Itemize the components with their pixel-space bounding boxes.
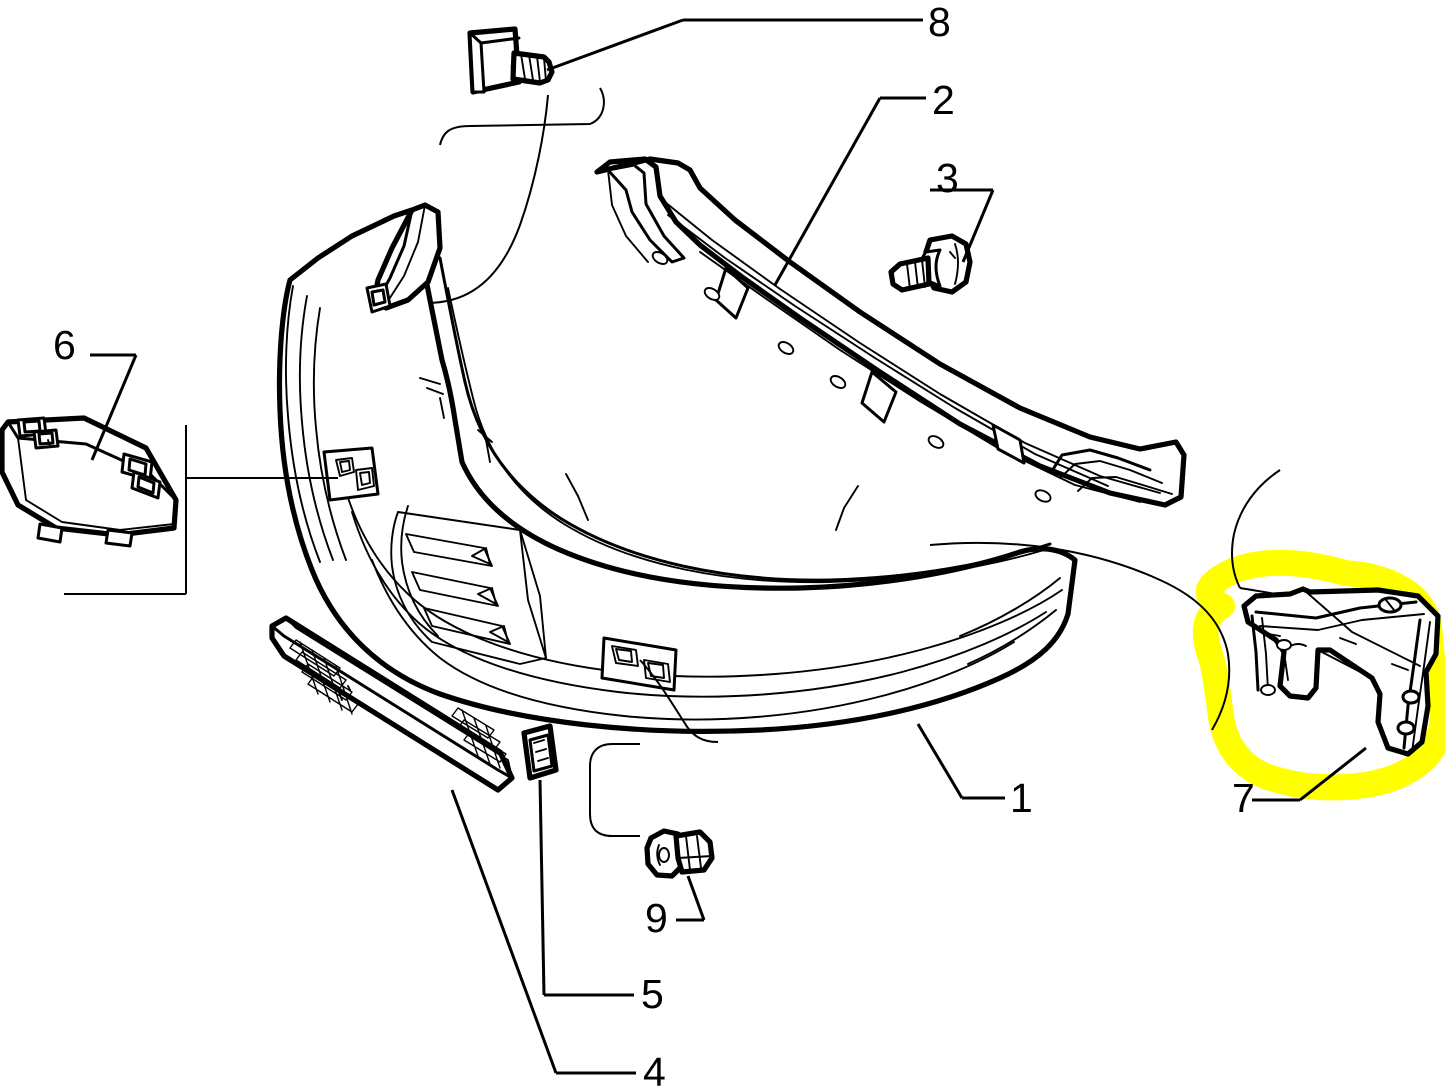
callout-label-1: 1 — [1010, 775, 1033, 821]
bumper-lower-recess-detail — [600, 636, 678, 692]
callout-label-9: 9 — [645, 895, 668, 941]
part-1-front-bumper-cover — [276, 202, 1078, 734]
leader-line-6 — [90, 353, 138, 461]
part-5-small-rectangular-clip — [521, 723, 559, 781]
bumper-left-recess-detail — [322, 446, 380, 502]
callout-label-8: 8 — [928, 0, 951, 45]
part-9-push-in-retainer-clip — [644, 828, 715, 879]
leader-line-3 — [930, 188, 995, 263]
leader-line-2 — [773, 96, 926, 286]
grille-mesh-left — [289, 639, 359, 715]
leader-line-6-to-bumper — [64, 425, 338, 595]
callout-label-3: 3 — [936, 155, 959, 201]
callout-label-7: 7 — [1232, 775, 1255, 821]
leader-line-5 — [538, 779, 634, 997]
part-8-square-head-bolt — [467, 26, 555, 95]
leader-line-9 — [676, 875, 706, 922]
callout-label-6: 6 — [53, 322, 76, 368]
leader-curve-9-to-bumper — [589, 659, 719, 837]
leader-line-8 — [546, 18, 923, 72]
part-3-flanged-bolt — [888, 233, 973, 295]
leader-line-7 — [1252, 746, 1367, 802]
callout-label-4: 4 — [643, 1049, 666, 1090]
bumper-center-grille-opening — [390, 505, 547, 665]
part-7-bumper-mounting-bracket — [1241, 586, 1441, 757]
leader-curve-8-to-bumper — [399, 87, 605, 304]
grille-mesh-right — [451, 707, 507, 769]
callout-label-5: 5 — [641, 971, 664, 1017]
part-4-lower-grille-strip — [269, 615, 515, 793]
leader-line-4 — [450, 789, 636, 1075]
part-2-reinforcement-crossmember — [594, 156, 1187, 508]
callout-label-2: 2 — [932, 77, 955, 123]
part-6-side-end-cap-trim — [0, 415, 179, 548]
leader-line-1 — [916, 723, 1005, 800]
